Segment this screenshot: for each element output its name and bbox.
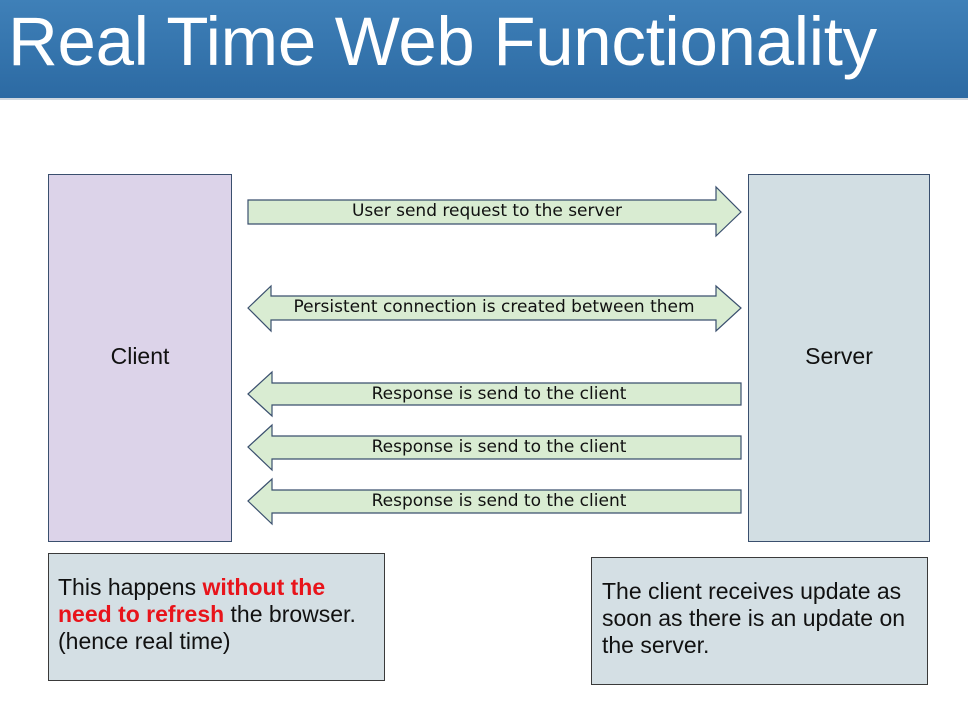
note-left-highlight: without the need to refresh (58, 574, 326, 627)
page-title: Real Time Web Functionality (8, 3, 877, 80)
note-update: The client receives update as soon as th… (591, 557, 928, 685)
request-arrow (247, 185, 742, 238)
response-arrow-2 (247, 423, 742, 472)
note-right-text: The client receives update as soon as th… (602, 578, 906, 658)
server-label: Server (805, 343, 873, 369)
client-box: Client (48, 174, 232, 542)
note-left-text-after: the browser. (hence real time) (58, 601, 356, 654)
response-arrow-3-label: Response is send to the client (371, 491, 627, 511)
client-label: Client (110, 343, 170, 369)
response-arrow-2-label: Response is send to the client (371, 437, 627, 457)
request-arrow-label: User send request to the server (351, 201, 623, 221)
response-arrow-1-label: Response is send to the client (371, 384, 627, 404)
persistent-arrow (247, 284, 742, 333)
title-bar: Real Time Web Functionality (0, 0, 968, 100)
response-arrow-3 (247, 477, 742, 526)
note-realtime: This happens without the need to refresh… (48, 553, 385, 681)
response-arrow-1 (247, 370, 742, 418)
note-left-text-before: This happens (58, 574, 203, 600)
server-box: Server (748, 174, 930, 542)
persistent-arrow-label: Persistent connection is created between… (293, 297, 695, 317)
